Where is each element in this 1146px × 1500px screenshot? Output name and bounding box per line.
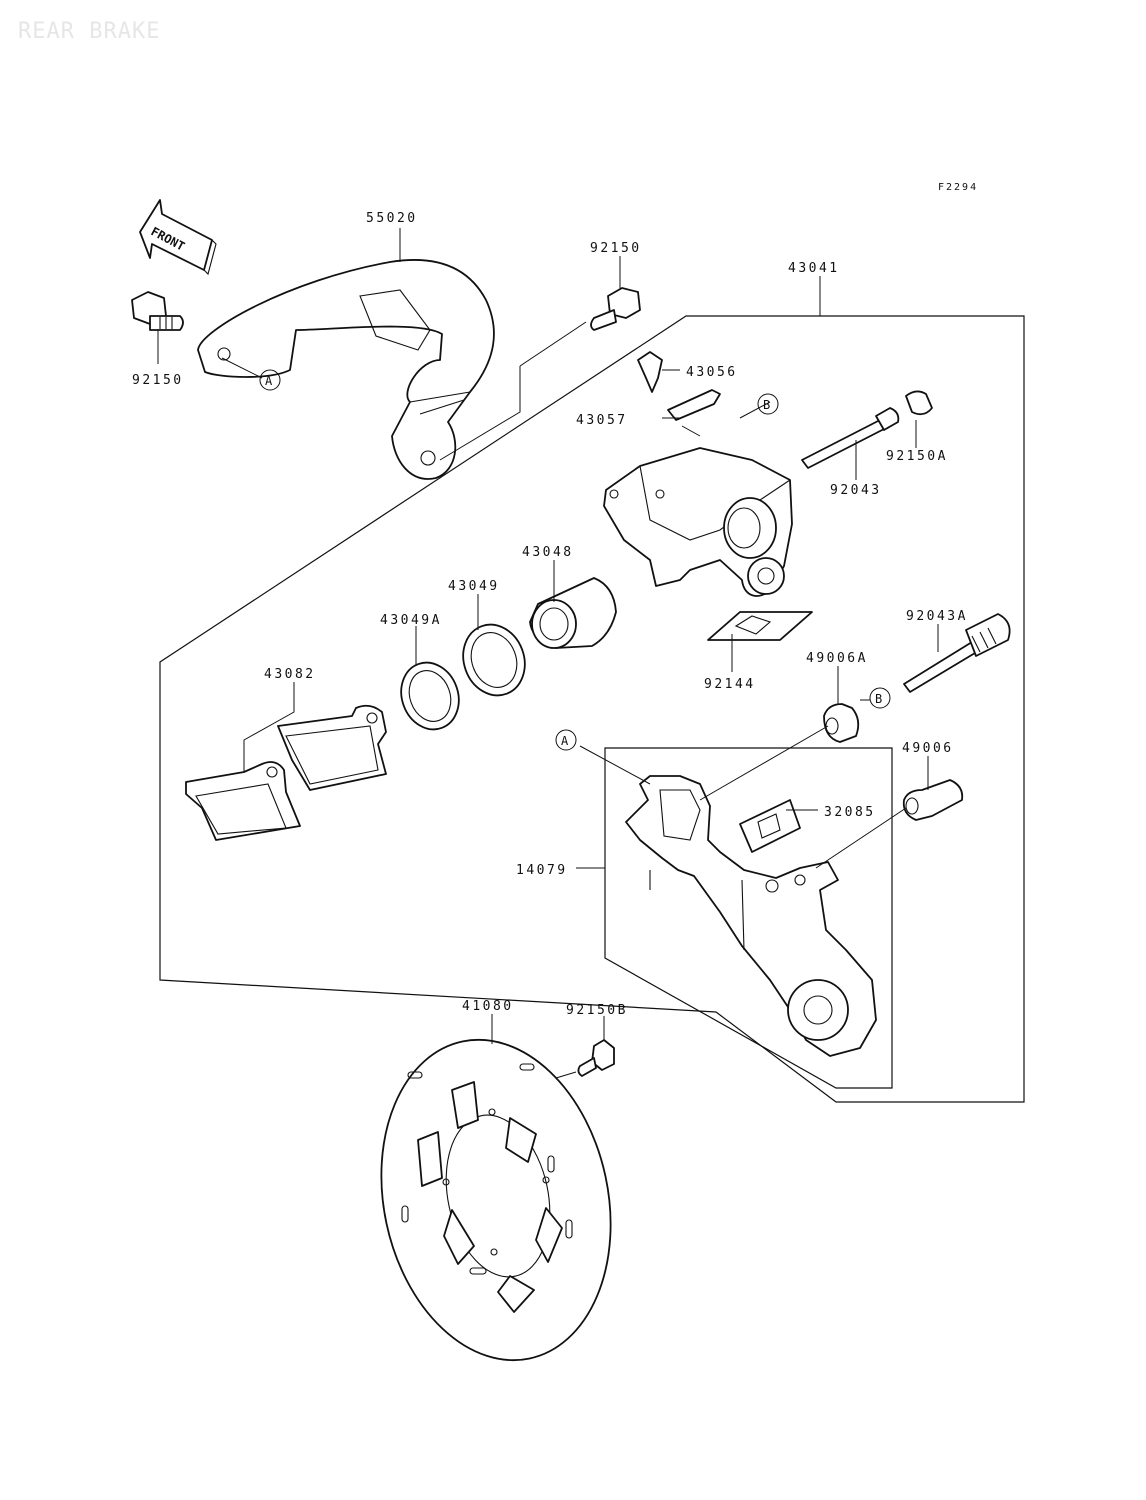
part-43049A-seal: [400, 661, 460, 731]
label-55020: 55020: [366, 211, 418, 226]
part-49006A-boot: [823, 703, 860, 743]
part-43082-brake-pads: [185, 704, 387, 841]
label-92043: 92043: [830, 483, 882, 498]
label-43048: 43048: [522, 545, 574, 560]
part-49006-boot: [902, 779, 964, 821]
part-92150-bolt-left: [131, 291, 184, 331]
label-14079: 14079: [516, 863, 568, 878]
label-41080: 41080: [462, 999, 514, 1014]
part-55020-caliper-guard: [197, 259, 495, 480]
label-92150-left: 92150: [132, 373, 184, 388]
label-49006A: 49006A: [806, 651, 868, 666]
leader-lines: [157, 228, 939, 1079]
label-43082: 43082: [264, 667, 316, 682]
part-32085-spring: [739, 799, 801, 853]
label-92150-top: 92150: [590, 241, 642, 256]
part-caliper-body: [603, 447, 793, 597]
label-43049A: 43049A: [380, 613, 442, 628]
label-32085: 32085: [824, 805, 876, 820]
holder-subgroup-frame: [604, 747, 893, 1089]
label-92150A: 92150A: [886, 449, 948, 464]
part-14079-caliper-holder: [625, 775, 877, 1057]
svg-text:B: B: [763, 398, 770, 412]
front-arrow-icon: FRONT: [139, 199, 217, 276]
part-43056-bleed-valve: [637, 351, 663, 393]
label-92150B: 92150B: [566, 1003, 628, 1018]
label-43041: 43041: [788, 261, 840, 276]
part-43057-bleeder-cap: [667, 389, 721, 421]
part-92150A-plug: [905, 390, 933, 416]
figure-code: F2294: [938, 182, 978, 193]
part-92150B-bolt: [577, 1039, 615, 1077]
ref-A-guard: A: [259, 369, 281, 391]
diagram-title: REAR BRAKE: [18, 19, 160, 44]
part-92043-pin: [801, 407, 900, 469]
label-49006: 49006: [902, 741, 954, 756]
part-92144-pad-spring: [707, 611, 813, 641]
svg-text:B: B: [875, 692, 882, 706]
part-43049-seal: [462, 623, 526, 697]
label-92144: 92144: [704, 677, 756, 692]
ref-B-caliper: B: [757, 393, 779, 415]
part-92043A-pin: [903, 613, 1011, 693]
part-41080-brake-disc: [380, 1038, 612, 1362]
caliper-assembly-frame: [159, 315, 1025, 1103]
label-43049: 43049: [448, 579, 500, 594]
part-43048-piston: [529, 577, 617, 649]
label-92043A: 92043A: [906, 609, 968, 624]
label-43056: 43056: [686, 365, 738, 380]
svg-text:A: A: [561, 734, 569, 748]
ref-B-pin: B: [869, 687, 891, 709]
svg-text:A: A: [265, 374, 273, 388]
ref-A-holder: A: [555, 729, 577, 751]
label-43057: 43057: [576, 413, 628, 428]
part-92150-bolt-top: [590, 287, 641, 331]
